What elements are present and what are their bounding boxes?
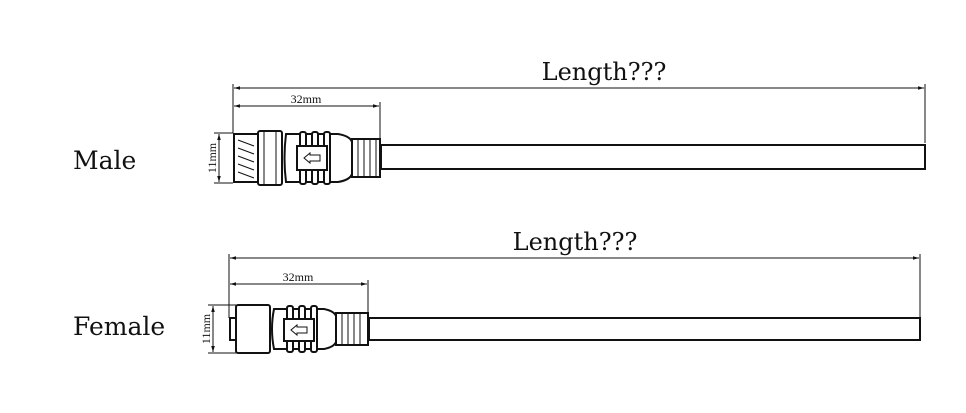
female-11mm-label: 11mm [199,313,213,344]
female-length-dimension [228,254,921,318]
female-label: Female [73,312,165,341]
female-length-label: Length??? [513,228,638,256]
arrow-icon [296,145,328,171]
female-connector-dimension: 32mm [230,270,369,313]
female-connector [229,304,921,354]
female-cable [368,317,921,341]
female-diameter-dimension: 11mm [199,304,236,354]
female-assembly: Female Length??? 32mm 11mm [73,228,921,354]
male-connector [233,130,926,186]
male-length-dimension [232,84,926,143]
arrow-icon [283,318,315,342]
male-length-label: Length??? [542,58,667,86]
female-32mm-label: 32mm [283,270,314,284]
male-diameter-dimension: 11mm [205,132,233,184]
male-11mm-label: 11mm [205,142,219,173]
male-32mm-label: 32mm [291,92,322,106]
male-assembly: Male Length??? 32mm 11mm [73,58,926,186]
male-cable [380,144,926,170]
male-connector-dimension: 32mm [234,92,381,139]
male-label: Male [73,146,136,175]
